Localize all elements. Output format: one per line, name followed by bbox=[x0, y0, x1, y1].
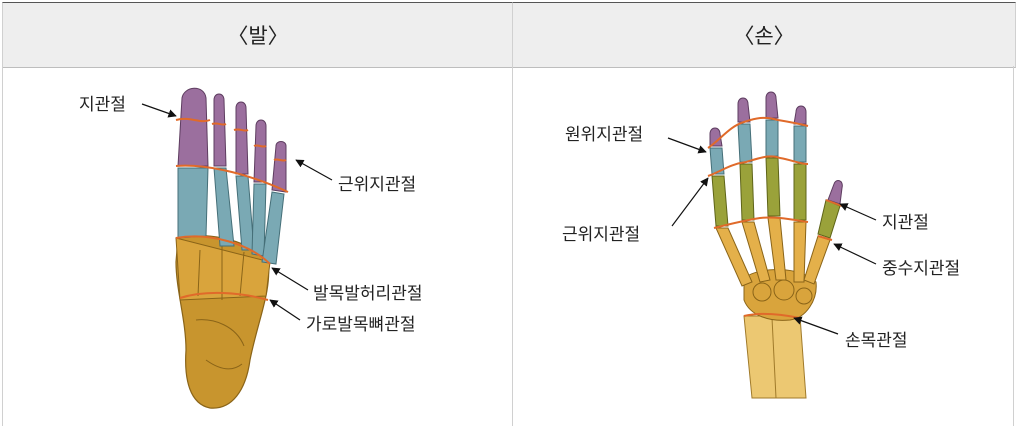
foot-metatarsal-3 bbox=[235, 175, 255, 251]
hand-label-metacarpophalangeal: 중수지관절 bbox=[882, 259, 960, 279]
foot-label-transverse-tarsal: 가로발목뼈관절 bbox=[306, 315, 415, 335]
hand-label-wrist: 손목관절 bbox=[845, 331, 908, 351]
foot-label-proximal-interphalangeal: 근위지관절 bbox=[338, 175, 416, 195]
foot-header: 〈발〉 bbox=[2, 2, 513, 68]
foot-leader-tarsometatarsal bbox=[271, 267, 309, 291]
foot-metatarsal-5 bbox=[261, 191, 285, 265]
hand-leader-wrist bbox=[793, 316, 839, 335]
hand-label-interphalangeal: 지관절 bbox=[882, 213, 929, 233]
foot-metatarsal-2 bbox=[213, 167, 235, 247]
foot-big-toe bbox=[177, 87, 209, 167]
hand-metacarpal-3 bbox=[741, 221, 771, 283]
hand-thumb-metacarpal bbox=[803, 235, 831, 285]
hand-label-proximal-interphalangeal: 근위지관절 bbox=[562, 225, 640, 245]
hand-leader-interphalangeal bbox=[839, 203, 877, 221]
right-border bbox=[1013, 66, 1014, 426]
hand-leader-distal-interphalangeal bbox=[667, 137, 707, 154]
hand-metacarpal-5 bbox=[793, 221, 807, 283]
foot-label-tarsometatarsal: 발목발허리관절 bbox=[313, 284, 422, 304]
hand-label-distal-interphalangeal: 원위지관절 bbox=[565, 125, 643, 145]
foot-leader-transverse-tarsal bbox=[269, 299, 301, 321]
foot-leader-interphalangeal bbox=[141, 103, 177, 118]
hand-metacarpal-2 bbox=[715, 227, 753, 287]
hand-leader-metacarpophalangeal bbox=[833, 243, 877, 265]
foot-leader-proximal-interphalangeal bbox=[295, 159, 333, 181]
hand-header: 〈손〉 bbox=[512, 2, 1016, 68]
center-divider bbox=[512, 66, 513, 426]
hand-illustration bbox=[707, 91, 843, 399]
left-border bbox=[2, 66, 3, 426]
foot-metatarsal-1 bbox=[177, 167, 209, 239]
hand-leader-proximal-interphalangeal bbox=[671, 177, 709, 227]
foot-label-interphalangeal: 지관절 bbox=[79, 95, 126, 115]
foot-illustration bbox=[175, 87, 289, 409]
